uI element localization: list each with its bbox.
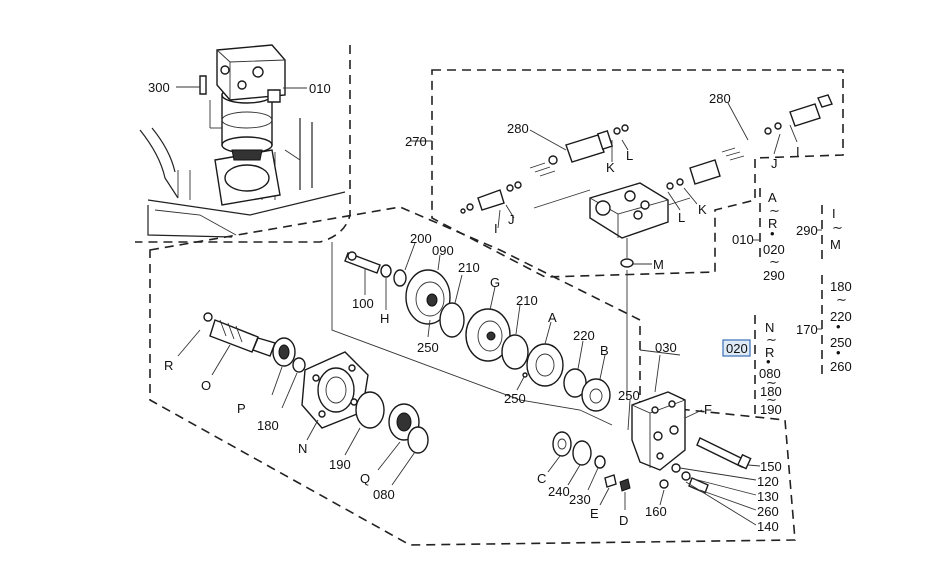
reference-legend: 010 A ∼ R • 020 ∼ 290 290 I ∼ M 170 180 …: [722, 188, 852, 420]
label-250-c: 250: [618, 388, 640, 403]
label-L-1: L: [626, 148, 633, 163]
cartridge-left: 280 K L J I: [460, 121, 633, 236]
label-300: 300: [148, 80, 170, 95]
valve-block: M: [533, 182, 691, 272]
installation-view: 300 010: [135, 44, 351, 243]
label-210-b: 210: [516, 293, 538, 308]
bearing-group: 190 Q 080: [329, 403, 429, 502]
label-C: C: [537, 471, 546, 486]
label-280-left: 280: [507, 121, 529, 136]
label-G: G: [490, 275, 500, 290]
legend-col3-1: ∼: [836, 292, 847, 307]
label-190: 190: [329, 457, 351, 472]
legend-col1-5: ∼: [769, 254, 780, 269]
legend-col1-6: 290: [763, 268, 785, 283]
label-120: 120: [757, 474, 779, 489]
legend-col2-0: I: [832, 206, 836, 221]
legend-col4-0: N: [765, 320, 774, 335]
label-R: R: [164, 358, 173, 373]
legend-col4-5: ∼: [766, 375, 777, 390]
label-A: A: [548, 310, 557, 325]
legend-col3-4: 250: [830, 335, 852, 350]
label-280-right: 280: [709, 91, 731, 106]
label-140: 140: [757, 519, 779, 534]
label-150: 150: [760, 459, 782, 474]
cartridge-right: 280 J I L K: [666, 91, 833, 225]
gear-set-G: G 210: [465, 275, 538, 370]
legend-col3-0: 180: [830, 279, 852, 294]
legend-col1-2: R: [768, 216, 777, 231]
housing-N: N: [298, 351, 385, 456]
label-H: H: [380, 311, 389, 326]
label-E: E: [590, 506, 599, 521]
label-B: B: [600, 343, 609, 358]
legend-col4-7: ∼: [766, 392, 777, 407]
legend-col1-1: ∼: [769, 203, 780, 218]
label-200: 200: [410, 231, 432, 246]
legend-col2-prefix: 290: [796, 223, 818, 238]
legend-col4-8: 190: [760, 402, 782, 417]
shaft-group: R O P 180: [164, 312, 306, 433]
label-100: 100: [352, 296, 374, 311]
end-cover: 090 210 250: [405, 243, 480, 355]
label-130: 130: [757, 489, 779, 504]
label-030: 030: [655, 340, 677, 355]
label-O: O: [201, 378, 211, 393]
label-F: F: [704, 402, 712, 417]
label-L-2: L: [678, 210, 685, 225]
legend-col2-1: ∼: [832, 220, 843, 235]
legend-col1-4: 020: [763, 242, 785, 257]
legend-col4-2: R: [765, 345, 774, 360]
highlighted-ref-box[interactable]: [722, 339, 751, 357]
bolt-group: 100 H 200: [344, 231, 432, 326]
valve-body-030: 030 250 F: [618, 340, 712, 471]
label-250-a: 250: [417, 340, 439, 355]
label-270: 270: [405, 134, 427, 149]
label-230: 230: [569, 492, 591, 507]
label-010-top: 010: [309, 81, 331, 96]
label-160: 160: [645, 504, 667, 519]
label-M: M: [653, 257, 664, 272]
legend-col4-4: 080: [759, 366, 781, 381]
plate-B: 220 B: [563, 328, 611, 412]
label-260: 260: [757, 504, 779, 519]
label-090-a: 090: [432, 243, 454, 258]
legend-col3-2: 220: [830, 309, 852, 324]
label-180: 180: [257, 418, 279, 433]
label-080: 080: [373, 487, 395, 502]
legend-col1-prefix: 010: [732, 232, 754, 247]
label-K-1: K: [606, 160, 615, 175]
seal-group: C 240 230 E D: [537, 431, 631, 528]
label-240: 240: [548, 484, 570, 499]
label-J-1: J: [508, 212, 515, 227]
legend-col1-0: A: [768, 190, 777, 205]
legend-col3-prefix: 170: [796, 322, 818, 337]
label-220: 220: [573, 328, 595, 343]
legend-col2-2: M: [830, 237, 841, 252]
valve-assembly: 270 280 K L J I: [405, 69, 844, 278]
legend-col4-3: •: [766, 354, 771, 369]
legend-col4-prefix[interactable]: 020: [726, 341, 748, 356]
label-P: P: [237, 401, 246, 416]
label-I-2: I: [796, 144, 800, 159]
legend-col3-5: •: [836, 345, 841, 360]
label-D: D: [619, 513, 628, 528]
plate-A: A 250: [504, 310, 564, 406]
fitting-group: 150 120 130 260 140 160: [645, 437, 782, 534]
label-I-1: I: [494, 221, 498, 236]
motor-assembly: R O P 180 N 190 Q 080: [149, 206, 796, 546]
legend-col4-6: 180: [760, 384, 782, 399]
label-250-b: 250: [504, 391, 526, 406]
legend-col3-6: 260: [830, 359, 852, 374]
legend-col1-3: •: [770, 226, 775, 241]
legend-col3-3: •: [836, 319, 841, 334]
label-Q: Q: [360, 471, 370, 486]
label-N: N: [298, 441, 307, 456]
label-K-2: K: [698, 202, 707, 217]
label-210-a: 210: [458, 260, 480, 275]
legend-col4-1: ∼: [766, 332, 777, 347]
label-J-2: J: [771, 156, 778, 171]
